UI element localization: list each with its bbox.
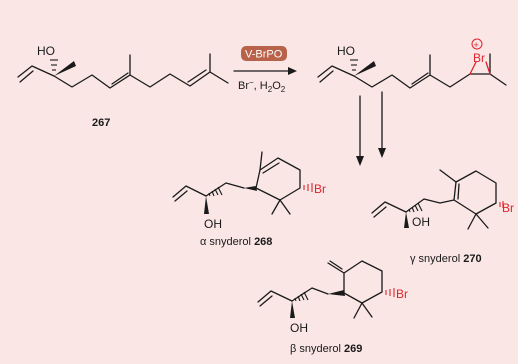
beta-oh-label: OH [290,321,308,335]
beta-methyl-hash [294,291,309,302]
c267-main-chain [53,71,211,89]
intermediate-methyl-wedge [354,61,376,76]
alpha-gem-methyl-b [279,199,291,215]
alpha-br-hash [303,183,313,192]
beta-br-hash [385,288,395,297]
beta-ring [343,260,383,304]
gamma-br-label: Br [502,201,514,215]
beta-side-chain [291,287,329,302]
gamma-gem-methyl-b [475,213,489,229]
alpha-ring-double-bond [262,162,280,174]
gamma-side-chain [405,198,455,213]
c267-vinyl-chain [17,65,55,78]
reaction-arrow-head [288,67,297,75]
alpha-snyderol-label: α snyderol 268 [200,236,272,248]
gamma-ring-double-bond [457,183,460,200]
arrow-to-alpha-head [356,156,364,166]
enzyme-label: V-BrPO [245,49,283,61]
compound-267-structure: HO [17,44,229,89]
c267-vinyl-double-bond [19,70,34,83]
intermediate-main-chain [353,73,471,89]
beta-exo-double-bond [329,260,343,270]
bromonium-charge-circle [471,38,483,50]
alpha-gem-methyl-a [271,199,281,215]
intermediate-ho-label: HO [337,44,355,58]
reaction-arrow-group: V-BrPO Br−, H2O2 [233,46,297,94]
c267-hydroxyl-hash [50,59,58,71]
beta-snyderol-label: β snyderol 269 [290,343,362,355]
arrow-to-gamma-head [378,148,386,158]
alpha-snyderol-structure: Br OH [172,151,326,231]
alpha-ring-wedge [244,186,257,191]
gamma-ring [453,170,497,215]
intermediate-hydroxyl-hash [350,59,358,71]
gamma-ring-methyl [439,169,457,183]
gamma-hydroxyl-wedge [404,212,409,228]
c267-internal-double-bond [111,72,129,85]
alpha-oh-label: OH [204,217,222,231]
beta-snyderol-structure: Br OH [257,260,408,335]
beta-br-label: Br [396,287,408,301]
beta-vinyl-chain [257,290,293,303]
gamma-vinyl-chain [371,201,407,214]
intermediate-vinyl-chain [317,65,355,78]
beta-ring-wedge [328,290,345,296]
gamma-snyderol-label: γ snyderol 270 [410,253,482,265]
enzyme-box [241,46,287,61]
alpha-vinyl-double-bond [174,190,188,202]
intermediate-terminal-methyl-b [489,73,507,86]
beta-gem-methyl-b [361,302,373,318]
alpha-ring-methyl [259,151,263,171]
beta-vinyl-double-bond [259,295,273,307]
alpha-hydroxyl-wedge [204,196,209,214]
bromonium-intermediate-structure: Br + HO [317,38,507,89]
alpha-vinyl-chain [172,185,207,198]
alpha-br-label: Br [314,182,326,196]
c267-methyl-wedge [54,61,76,76]
bromonium-bond-left [469,61,477,75]
gamma-br-hash [499,201,504,208]
intermediate-internal-double-bond [411,72,429,85]
gamma-gem-methyl-a [467,213,477,230]
alpha-side-chain [205,182,245,197]
beta-gem-methyl-a [353,302,363,319]
c267-terminal-double-bond [187,69,207,83]
bromonium-bond-right [485,61,491,75]
beta-hydroxyl-wedge [290,301,295,318]
reagent-label: Br−, H2O2 [238,78,286,94]
bromonium-br-label: Br [473,51,485,65]
gamma-oh-label: OH [412,215,430,229]
bromonium-charge-sign: + [474,40,479,50]
gamma-snyderol-structure: Br OH [371,169,514,230]
cyclization-arrows [356,91,386,166]
alpha-methyl-hash [208,186,223,197]
c267-terminal-methyl-b [209,71,229,84]
gamma-vinyl-double-bond [373,206,387,218]
intermediate-vinyl-double-bond [319,70,334,83]
beta-exo-methylene [327,262,345,274]
c267-ho-label: HO [37,44,55,58]
compound-267-label: 267 [92,117,110,129]
